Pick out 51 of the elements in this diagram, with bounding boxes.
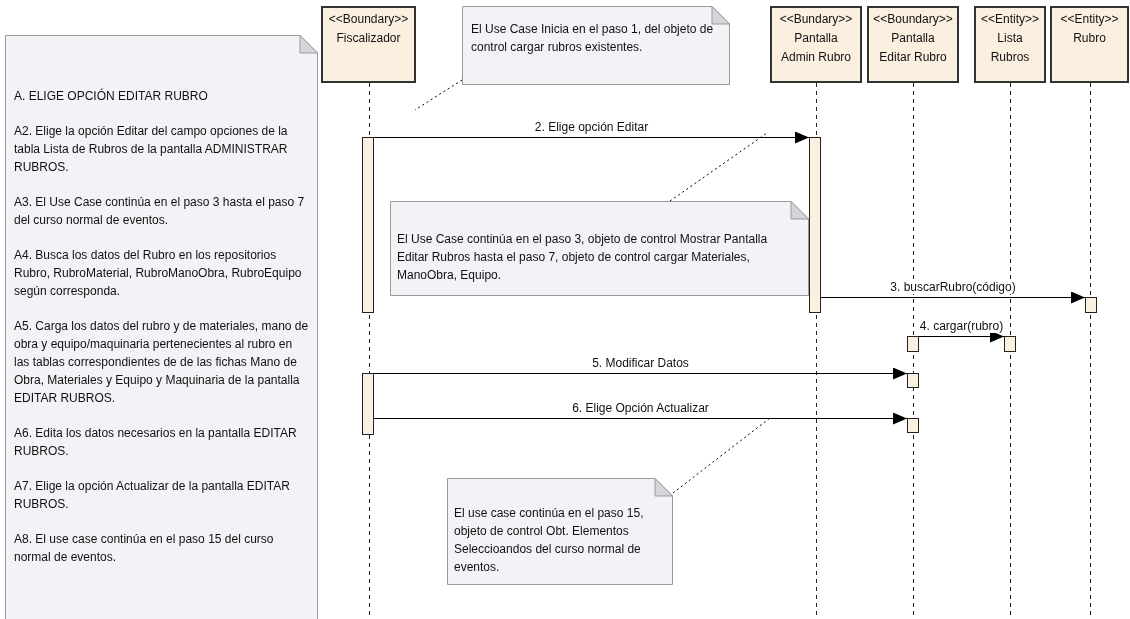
- activation-bar: [362, 137, 374, 313]
- message-arrow: [373, 367, 908, 380]
- stereotype-text: <<Boundary>>: [872, 11, 954, 28]
- note-text: A8. El use case continúa en el paso 15 del curso normal de eventos.: [14, 531, 275, 566]
- activation-bar: [907, 336, 919, 352]
- note: [390, 201, 809, 296]
- lifeline-header: [321, 6, 416, 83]
- message-label: 6. Elige Opción Actualizar: [570, 400, 711, 415]
- stereotype-text: <<Boundary>>: [327, 11, 410, 28]
- activation-bar: [907, 418, 919, 433]
- note-text: A6. Edita los datos necesarios en la pantalla EDITAR RUBROS.: [14, 425, 298, 460]
- leader-line: [414, 79, 463, 111]
- message-label: 5. Modificar Datos: [590, 355, 691, 370]
- message-label: 2. Elige opción Editar: [532, 119, 651, 134]
- message-arrow: [373, 131, 810, 144]
- note: [462, 6, 730, 85]
- note-text: A4. Busca los datos del Rubro en los repositorios Rubro, RubroMaterial, RubroManoObra, RubroEquipo según corresponda.: [14, 247, 303, 300]
- note-text: El Use Case continúa en el paso 3, objeto de control Mostrar Pantalla Editar Rubros hasta el paso 7, objeto de control cargar Materiales, ManoObra, Equipo.: [397, 231, 769, 284]
- leader-line: [672, 417, 771, 494]
- note: [447, 478, 673, 585]
- note-text: A7. Elige la opción Actualizar de la pantalla EDITAR RUBROS.: [14, 478, 291, 513]
- activation-bar: [1085, 297, 1097, 313]
- activation-bar: [809, 137, 821, 313]
- message-arrow: [918, 330, 1005, 343]
- message-arrow: [373, 412, 908, 425]
- note-text: A2. Elige la opción Editar del campo opciones de la tabla Lista de Rubros de la pantalla ADMINISTRAR RUBROS.: [14, 123, 289, 176]
- lifeline-name: Pantalla Admin Rubro: [780, 30, 852, 66]
- message-label: 4. cargar(rubro): [917, 318, 1006, 333]
- lifeline-name: Fiscalizador: [335, 30, 402, 47]
- lifeline-header: [974, 6, 1046, 83]
- leader-line: [669, 132, 768, 202]
- note-text: A3. El Use Case continúa en el paso 3 hasta el paso 7 del curso normal de eventos.: [14, 194, 306, 229]
- lifeline-header: [1050, 6, 1129, 83]
- note-text: El use case continúa en el paso 15, objeto de control Obt. Elementos Seleccioandos del curso normal de eventos.: [454, 505, 645, 576]
- note-text: A5. Carga los datos del rubro y de materiales, mano de obra y equipo/maquinaria pertenecientes al rubro en las tablas correspondientes de de las fichas Mano de Obra, Materiales y Equipo y Maquinaria de la pantalla EDITAR RUBROS.: [14, 318, 310, 407]
- message-arrow: [820, 291, 1086, 304]
- note: [5, 35, 318, 619]
- lifeline-header: [867, 6, 959, 83]
- lifeline-header: [770, 6, 862, 83]
- note-text: El Use Case Inicia en el paso 1, del objeto de control cargar rubros existentes.: [471, 21, 715, 56]
- lifeline-name: Rubro: [1072, 30, 1107, 47]
- activation-bar: [1004, 336, 1016, 352]
- activation-bar: [362, 373, 374, 435]
- lifeline-name: Pantalla Editar Rubro: [878, 30, 948, 66]
- stereotype-text: <<Bundary>>: [778, 11, 854, 28]
- lifeline-name: Lista Rubros: [989, 30, 1031, 66]
- activation-bar: [907, 373, 919, 388]
- note-text: A. ELIGE OPCIÓN EDITAR RUBRO: [14, 87, 209, 105]
- message-label: 3. buscarRubro(código): [888, 279, 1018, 294]
- stereotype-text: <<Entity>>: [979, 11, 1040, 28]
- stereotype-text: <<Entity>>: [1059, 11, 1120, 28]
